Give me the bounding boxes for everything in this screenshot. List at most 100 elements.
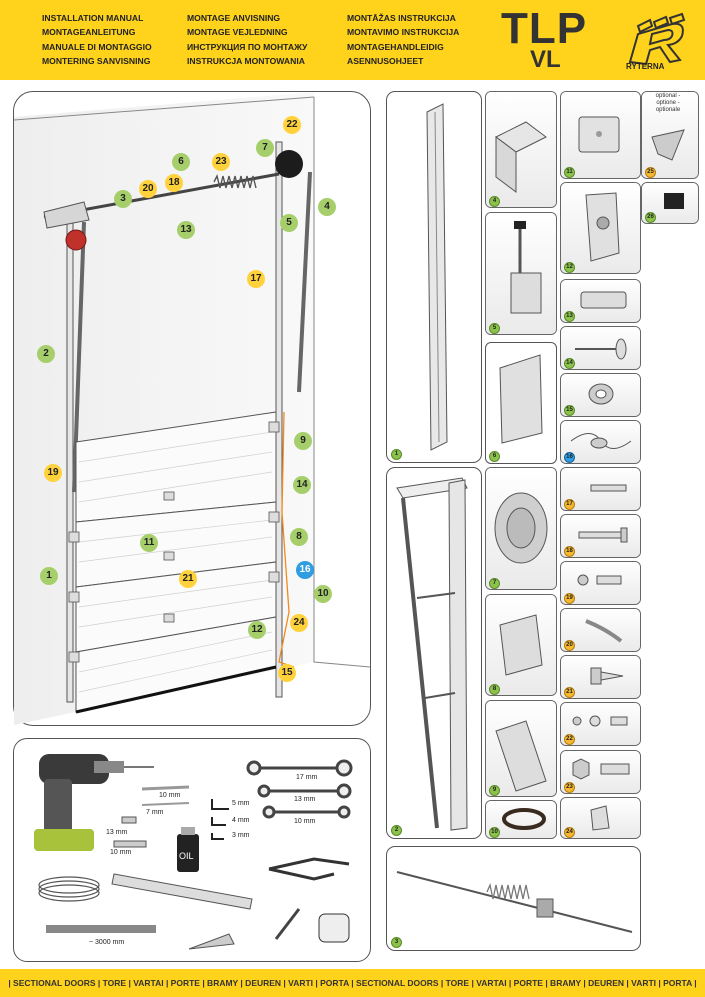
header-col-2: MONTAGE ANVISNING MONTAGE VEJLEDNING ИНС… <box>187 11 307 69</box>
part-number-badge: 18 <box>564 546 575 557</box>
part-number-badge: 5 <box>489 323 500 334</box>
top-bracket-icon <box>495 720 547 792</box>
callout-10: 10 <box>314 585 332 603</box>
door-illustration <box>14 92 370 725</box>
callout-13: 13 <box>177 221 195 239</box>
drill-bit-size-label: 10 mm <box>159 792 181 799</box>
tools-illustration <box>34 754 353 950</box>
part-number-badge: 3 <box>391 937 402 948</box>
part-number-badge: 25 <box>645 167 656 178</box>
model-name: TLP <box>501 4 588 53</box>
title-line: MONTAGE ANVISNING <box>187 13 281 23</box>
part-number-badge: 15 <box>564 405 575 416</box>
part-19-cell: 19 <box>560 561 641 605</box>
part-number-badge: 4 <box>489 196 500 207</box>
wrench-size-label: 10 mm <box>294 818 316 825</box>
part-7-cell: 7 <box>485 467 557 590</box>
part-18-cell: 18 <box>560 514 641 558</box>
bracket-icon <box>495 121 547 193</box>
title-line: MONTĀŽAS INSTRUKCIJA <box>347 13 456 23</box>
title-line: MONTERING SANVISNING <box>42 56 151 67</box>
callout-2: 2 <box>37 345 55 363</box>
side-hinge-icon <box>499 614 543 676</box>
header-bar: INSTALLATION MANUAL MONTAGEANLEITUNG MAN… <box>0 0 705 80</box>
part-number-badge: 26 <box>645 212 656 223</box>
part-panel-1: 1 <box>386 91 482 463</box>
title-line: ASENNUSOHJEET <box>347 56 424 67</box>
part-number-badge: 13 <box>564 311 575 322</box>
optional-text: optional - <box>655 93 681 99</box>
drill-bit-size-label: 10 mm <box>110 849 132 856</box>
part-number-badge: 14 <box>564 358 575 369</box>
callout-23: 23 <box>212 153 230 171</box>
part-number-badge: 7 <box>489 578 500 589</box>
callout-15: 15 <box>278 664 296 682</box>
header-col-1: INSTALLATION MANUAL MONTAGEANLEITUNG MAN… <box>42 11 152 69</box>
part-number-badge: 8 <box>489 684 500 695</box>
main-door-diagram <box>13 91 371 726</box>
part-number-badge: 12 <box>564 262 575 273</box>
cable-icon <box>570 433 632 449</box>
callout-14: 14 <box>293 476 311 494</box>
model-variant: VL <box>530 46 561 73</box>
callout-16: 16 <box>296 561 314 579</box>
part-26-cell: 26 <box>641 182 699 224</box>
part-24-cell: 24 <box>560 797 641 839</box>
title-line: INSTALLATION MANUAL <box>42 13 144 23</box>
part-15-cell: 15 <box>560 373 641 417</box>
part-panel-2: 2 <box>386 467 482 839</box>
frame-icon <box>396 477 468 831</box>
ryterna-logo-icon <box>628 12 686 66</box>
roller-icon <box>575 338 627 360</box>
optional-text: optione - <box>656 100 680 106</box>
footer-bar: | SECTIONAL DOORS | TORE | VARTAI | PORT… <box>0 969 705 997</box>
part-number-badge: 17 <box>564 499 575 510</box>
callout-22: 22 <box>283 116 301 134</box>
rubber-block-icon <box>664 193 684 209</box>
wrench-size-label: 17 mm <box>296 774 318 781</box>
callout-12: 12 <box>248 621 266 639</box>
part-13-cell: 13 <box>560 279 641 323</box>
callout-7: 7 <box>256 139 274 157</box>
callout-8: 8 <box>290 528 308 546</box>
hex-key-size-label: 5 mm <box>232 800 250 807</box>
wrench-size-label: 13 mm <box>294 796 316 803</box>
part-10-cell: 10 <box>485 800 557 839</box>
part-5-cell: 5 <box>485 212 557 335</box>
angle-bracket-icon <box>499 354 543 444</box>
part-number-badge: 19 <box>564 593 575 604</box>
part-6-cell: 6 <box>485 342 557 464</box>
part-number-badge: 11 <box>564 167 575 178</box>
part-22-cell: 22 <box>560 702 641 746</box>
cable-drum-icon <box>494 492 548 564</box>
title-line: ИНСТРУКЦИЯ ПО МОНТАЖУ <box>187 41 308 52</box>
drill-bit-size-label: 7 mm <box>146 809 164 816</box>
title-line: MONTAGEANLEITUNG <box>42 27 136 38</box>
part-25-cell: 25 <box>641 91 699 179</box>
part-number-badge: 9 <box>489 785 500 796</box>
part-4-cell: 4 <box>485 91 557 208</box>
callout-4: 4 <box>318 198 336 216</box>
hex-key-size-label: 3 mm <box>232 832 250 839</box>
title-line: MONTAVIMO INSTRUKCIJA <box>347 27 460 38</box>
callout-9: 9 <box>294 432 312 450</box>
part-number-badge: 23 <box>564 782 575 793</box>
callout-24: 24 <box>290 614 308 632</box>
part-23-cell: 23 <box>560 750 641 794</box>
washer-screw-icon <box>572 715 628 727</box>
callout-18: 18 <box>165 174 183 192</box>
cable-clip-icon <box>590 805 610 831</box>
oil-label: OIL <box>179 851 194 861</box>
nut-bolt-icon <box>577 574 622 586</box>
bolt-set-icon <box>590 484 627 492</box>
rope-coil-icon <box>502 808 546 830</box>
part-12-cell: 12 <box>560 182 641 274</box>
title-line: MONTAGEHANDLEIDIG <box>347 41 444 52</box>
part-number-badge: 20 <box>564 640 575 651</box>
callout-21: 21 <box>179 570 197 588</box>
part-3-panel: 3 <box>386 846 641 951</box>
header-col-3: MONTĀŽAS INSTRUKCIJA MONTAVIMO INSTRUKCI… <box>347 11 459 69</box>
optional-part-icon <box>651 129 685 161</box>
optional-text: optionale <box>655 107 681 113</box>
carriage-bolt-icon <box>578 527 628 543</box>
